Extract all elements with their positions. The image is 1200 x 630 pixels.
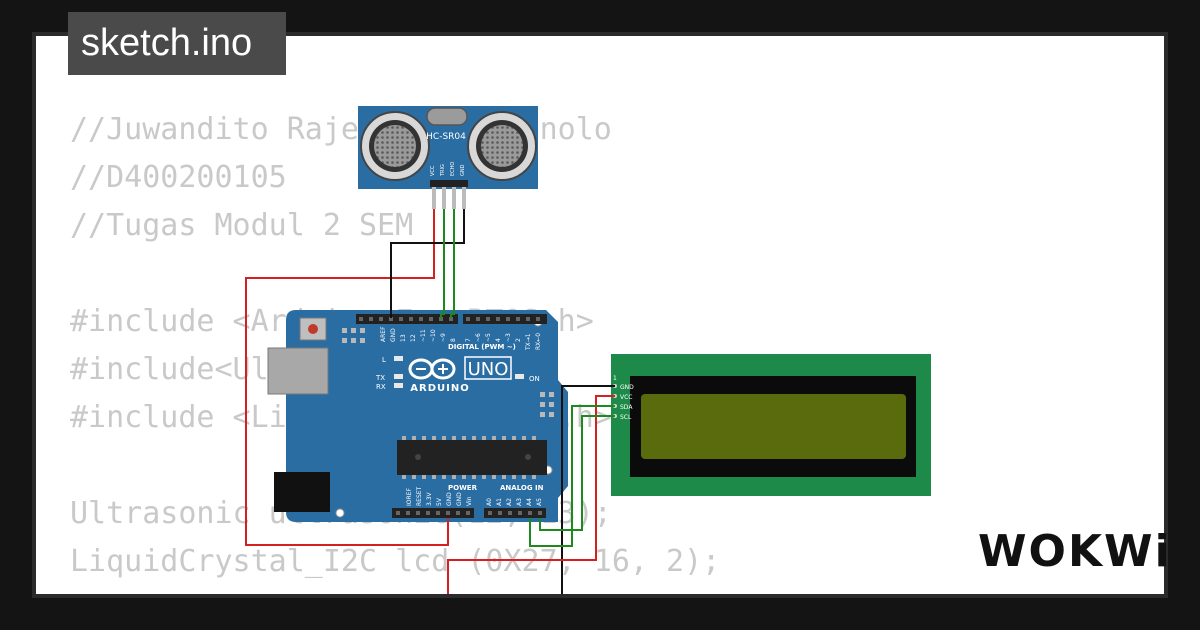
led-label-l: L <box>382 356 386 364</box>
pin-label: 2 <box>515 338 522 342</box>
pin-label: IOREF <box>406 488 413 506</box>
led-label-rx: RX <box>376 383 386 391</box>
sensor-pin[interactable] <box>462 187 466 209</box>
pin-label: 3.3V <box>426 491 433 506</box>
code-line: int data; <box>70 586 720 594</box>
mounting-hole <box>335 508 345 518</box>
wire-green-sda[interactable] <box>529 405 615 547</box>
pin-label: AREF <box>380 326 387 342</box>
wire-black-lcd-gnd[interactable] <box>561 385 615 594</box>
pin-label: ~5 <box>485 333 492 342</box>
pin-label: 5V <box>436 497 443 506</box>
pin-label: ~10 <box>430 329 437 342</box>
sensor-model-label: HC-SR04 <box>426 132 466 142</box>
arduino-logo <box>408 358 456 380</box>
led-tx <box>394 374 403 379</box>
pin-label: GND <box>390 328 397 342</box>
sensor-pin-label: ECHO <box>450 162 456 176</box>
power-header-label: POWER <box>448 484 478 492</box>
wire-black-gnd[interactable] <box>390 209 465 318</box>
pin-label: ~9 <box>440 333 447 342</box>
file-tab-label: sketch.ino <box>81 22 253 64</box>
code-line: //Tugas Modul 2 SEM <box>70 208 414 243</box>
power-header <box>392 508 474 518</box>
wokwi-logo-text: WOKWi <box>978 526 1172 577</box>
led-on <box>515 374 524 379</box>
lcd-pin-label: GND <box>620 384 634 391</box>
sensor-pin-label: TRIG <box>440 164 446 177</box>
wire-green-trig[interactable] <box>440 209 445 318</box>
sensor-pin[interactable] <box>452 187 456 209</box>
pin-label: ~6 <box>475 333 482 342</box>
lcd-pin-one-label: 1 <box>613 375 617 382</box>
ultrasonic-sensor[interactable]: HC-SR04 VCC TRIG ECHO GND <box>358 106 538 209</box>
sensor-crystal <box>426 107 468 126</box>
editor-frame: //Juwandito Rajendra Pinatnolo//D4002001… <box>32 32 1168 598</box>
digital-header-right <box>463 314 547 324</box>
pin-label: A1 <box>496 498 503 506</box>
pin-label: ~11 <box>420 329 427 342</box>
pin-label: 7 <box>465 338 472 342</box>
pin-label: Vin <box>466 496 473 506</box>
sensor-pin[interactable] <box>432 187 436 209</box>
pin-label: 13 <box>400 334 407 342</box>
pin-label: 8 <box>450 338 457 342</box>
lcd-pin-label: SCL <box>620 414 632 421</box>
led-label-tx: TX <box>375 374 385 382</box>
pin-label: A5 <box>536 498 543 506</box>
pin-label: 4 <box>495 338 502 342</box>
analog-header <box>484 508 546 518</box>
wire-red-lcd-vcc[interactable] <box>447 395 615 594</box>
power-jack <box>274 472 330 512</box>
wire-red-vcc[interactable] <box>245 209 449 546</box>
wokwi-logo: WOKWi <box>978 526 1172 578</box>
sensor-pin-label: VCC <box>430 165 436 176</box>
wires <box>245 209 615 594</box>
usb-port <box>267 347 329 395</box>
pin-label: 12 <box>410 334 417 342</box>
sensor-pin[interactable] <box>442 187 446 209</box>
pin-label: A3 <box>516 498 523 506</box>
digital-header-label: DIGITAL (PWM ~) <box>448 343 516 351</box>
code-line: LiquidCrystal_I2C lcd (0X27, 16, 2); <box>70 544 721 579</box>
pin-label: A0 <box>486 498 493 506</box>
model-label: UNO <box>468 359 509 380</box>
reset-button-cap <box>308 324 318 334</box>
pin-label: GND <box>446 492 453 506</box>
sensor-transducer-right <box>467 111 537 181</box>
icsp-header-top <box>342 328 365 343</box>
lcd-screen <box>641 394 906 459</box>
wire-green-scl[interactable] <box>539 415 615 531</box>
sensor-pin-label: GND <box>460 164 466 176</box>
pin-label: A2 <box>506 498 513 506</box>
brand-label: ARDUINO <box>410 383 469 394</box>
microcontroller-chip <box>397 440 547 475</box>
sensor-header <box>430 180 468 187</box>
on-label: ON <box>529 375 540 383</box>
sensor-transducer-left <box>360 111 430 181</box>
pin-label: TX→1 <box>525 333 532 351</box>
pin-label: RX←0 <box>535 333 542 350</box>
pin-label: ~3 <box>505 333 512 342</box>
lcd-display[interactable]: 1 GND VCC SDA SCL <box>611 354 931 496</box>
code-line: //D400200105 <box>70 160 287 195</box>
pin-label: GND <box>456 492 463 506</box>
led-l <box>394 356 403 361</box>
arduino-uno[interactable]: AREF GND 13 12 ~11 ~10 ~9 8 7 ~6 ~5 4 ~3… <box>267 310 568 522</box>
file-tab[interactable]: sketch.ino <box>68 12 286 75</box>
pin-label: RESET <box>416 486 423 506</box>
wire-green-echo[interactable] <box>450 209 455 318</box>
led-rx <box>394 383 403 388</box>
uno-badge <box>464 356 512 380</box>
lcd-pin-label: SDA <box>620 404 633 411</box>
icsp-header-right <box>540 392 554 417</box>
pin-label: A4 <box>526 498 533 506</box>
digital-header-left <box>356 314 458 324</box>
analog-header-label: ANALOG IN <box>500 484 544 492</box>
lcd-pin-label: VCC <box>620 394 632 401</box>
